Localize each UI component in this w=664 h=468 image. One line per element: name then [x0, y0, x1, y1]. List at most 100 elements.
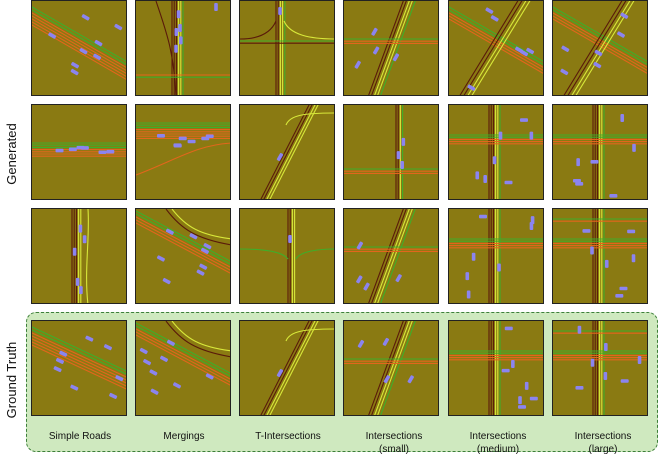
lane-line	[32, 15, 126, 71]
vehicle-marker	[149, 369, 158, 376]
lane-curve	[283, 20, 334, 40]
lane-line	[136, 216, 230, 268]
lane-curve	[285, 328, 334, 342]
vehicle-marker	[400, 160, 404, 169]
road-scene	[136, 1, 230, 95]
column-label-intersections-medium: Intersections (medium)	[443, 430, 553, 456]
vehicle-marker	[490, 15, 499, 22]
lane-line	[32, 18, 126, 74]
ground-truth-scene-tile	[552, 320, 648, 416]
vehicle-marker	[356, 241, 364, 250]
vehicle-marker	[187, 139, 196, 144]
vehicle-marker	[363, 282, 370, 291]
generated-scene-tile	[343, 104, 439, 200]
generated-scene-tile	[31, 0, 127, 96]
vehicle-marker	[383, 375, 391, 384]
vehicle-marker	[632, 143, 636, 152]
lane-line	[136, 325, 230, 377]
vehicle-marker	[115, 375, 124, 382]
vehicle-marker	[160, 355, 169, 362]
road-scene	[71, 209, 89, 303]
vehicle-marker	[205, 373, 214, 380]
vehicle-marker	[382, 337, 390, 346]
vehicle-marker	[392, 53, 400, 62]
lane-curve	[171, 209, 230, 240]
row-label-generated: Generated	[4, 123, 19, 185]
vehicle-marker	[75, 277, 80, 286]
lane-curve	[165, 209, 230, 246]
vehicle-marker	[162, 277, 171, 285]
road-scene	[553, 321, 647, 415]
lane-line	[459, 1, 519, 95]
vehicle-marker	[196, 269, 205, 276]
lane-line	[380, 321, 416, 415]
lane-line	[463, 1, 523, 95]
vehicle-marker	[582, 229, 591, 233]
vehicle-marker	[576, 158, 580, 167]
lane-line	[467, 1, 527, 95]
vehicle-marker	[498, 131, 503, 140]
vehicle-marker	[48, 32, 57, 39]
lane-curve	[86, 209, 89, 303]
vehicle-marker	[205, 134, 214, 139]
lane-line	[32, 21, 126, 77]
vehicle-marker	[407, 375, 414, 384]
lane-curve	[136, 142, 230, 176]
vehicle-marker	[627, 229, 636, 234]
road-scene	[449, 105, 543, 199]
vehicle-marker	[401, 137, 406, 146]
column-label-line: (small)	[379, 444, 409, 455]
column-label-line: (large)	[588, 444, 618, 455]
vehicle-marker	[529, 221, 534, 230]
lane-curve	[285, 112, 334, 126]
lane-line	[380, 209, 416, 303]
road-scene	[240, 209, 334, 303]
generated-scene-tile	[448, 104, 544, 200]
road-scene	[240, 1, 334, 95]
lane-line	[32, 12, 126, 68]
lane-line	[449, 9, 543, 65]
vehicle-marker	[59, 350, 68, 357]
vehicle-marker	[94, 39, 103, 47]
column-label-line: Intersections	[469, 431, 527, 442]
generated-scene-tile	[239, 0, 335, 96]
column-label-line: Mergings	[163, 431, 205, 442]
lane-line	[263, 105, 313, 199]
lane-line	[32, 24, 126, 80]
vehicle-marker	[176, 10, 181, 19]
vehicle-marker	[518, 405, 527, 409]
vehicle-marker	[179, 36, 183, 45]
vehicle-marker	[620, 114, 625, 123]
vehicle-marker	[501, 368, 510, 373]
lane-line	[266, 105, 316, 199]
generated-scene-tile	[31, 104, 127, 200]
road-scene	[553, 1, 647, 95]
ground-truth-scene-tile	[135, 320, 231, 416]
row-label-ground-truth: Ground Truth	[4, 341, 19, 419]
lane-line	[374, 209, 410, 303]
road-scene	[32, 142, 126, 157]
lane-curve	[240, 20, 277, 40]
lane-line	[136, 331, 230, 383]
vehicle-marker	[504, 326, 513, 331]
vehicle-marker	[593, 61, 602, 69]
lane-line	[371, 1, 407, 95]
vehicle-marker	[475, 171, 480, 180]
vehicle-marker	[529, 396, 538, 401]
vehicle-marker	[519, 118, 528, 122]
column-label-line: T-Intersections	[255, 431, 321, 442]
road-scene	[136, 209, 230, 285]
lane-line	[553, 9, 647, 65]
vehicle-marker	[174, 44, 178, 53]
vehicle-marker	[561, 45, 570, 52]
lane-line	[553, 15, 647, 71]
lane-line	[32, 329, 126, 375]
lane-line	[374, 321, 410, 415]
vehicle-marker	[526, 47, 535, 55]
vehicle-marker	[467, 84, 476, 91]
road-scene	[449, 321, 543, 415]
vehicle-marker	[81, 14, 90, 21]
ground-truth-scene-tile	[343, 320, 439, 416]
vehicle-marker	[156, 255, 165, 262]
